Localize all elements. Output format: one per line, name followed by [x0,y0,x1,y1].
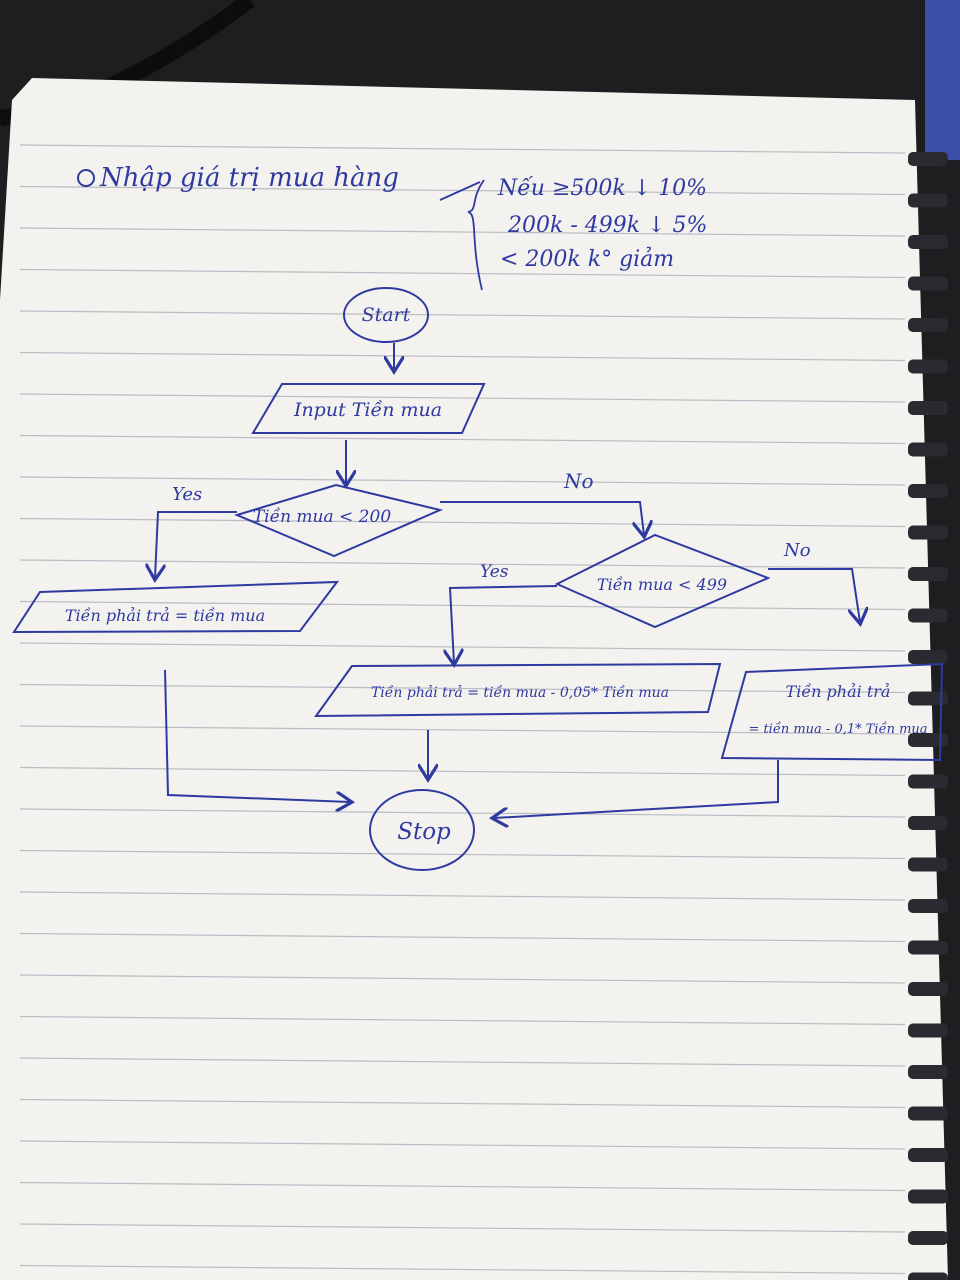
process-10-percent [720,662,944,762]
spiral-coil [908,401,948,415]
ruled-line [19,517,906,528]
no-1-label: No [563,469,594,493]
ruled-line [19,227,906,237]
spiral-coil [908,525,948,540]
bullet-icon [77,169,95,187]
no-2-label: No [783,540,811,561]
spiral-coil [908,940,948,955]
spiral-coil [908,152,948,166]
process-no-discount-label: Tiền phải trả = tiền mua [65,606,265,625]
paper-sheet [0,78,948,1280]
yes-2-label: Yes [480,562,509,582]
rule-2: 200k - 499k ↓ 5% [507,213,707,238]
ruled-line [19,600,906,611]
spiral-coil [908,484,948,498]
ruled-line [19,725,906,735]
process-10-label-1: Tiền phải trả [786,682,891,701]
ruled-lines [19,144,906,1275]
ruled-line [19,268,906,279]
spiral-coil [908,1272,948,1280]
input-parallelogram [251,383,486,434]
stop-terminal [369,789,475,871]
ruled-line [19,642,906,652]
spiral-coil [908,1106,948,1121]
stop-label: Stop [397,819,451,845]
spiral-coil [908,816,948,830]
ruled-line [19,144,906,154]
spiral-coil [908,608,948,623]
brace-icon [439,179,485,291]
spiral-coil [908,567,948,581]
process-10-label-2: = tiền mua - 0,1* Tiền mua [748,721,927,737]
spiral-coil [908,774,948,789]
ruled-line [19,434,906,445]
ruled-line [19,393,906,403]
arrow-decision2-yes [450,585,558,663]
spiral-coil [908,1148,948,1162]
pen [925,0,960,160]
spiral-coil [908,733,948,747]
spiral-coil [908,235,948,249]
ruled-line [19,974,906,984]
header-notes: Nhập giá trị mua hàng Nếu ≥500k ↓ 10% 20… [77,163,707,291]
decision-1-diamond [234,483,444,558]
ruled-line [19,1015,906,1026]
start-terminal [343,287,429,343]
arrow-10-percent-stop [494,760,779,818]
rule-3: < 200k k° giảm [500,246,674,272]
spiral-coil [908,1023,948,1038]
arrow-decision1-no [440,501,644,535]
decision-2-diamond [554,533,771,629]
spiral-coil [908,899,948,913]
spiral-coil [908,650,948,664]
start-label: Start [362,304,411,326]
decision-1-label: Tiền mua < 200 [253,507,391,527]
process-5-percent [314,662,722,718]
ruled-line [19,559,906,569]
notes-title: Nhập giá trị mua hàng [99,163,399,193]
rule-1: Nếu ≥500k ↓ 10% [497,175,707,201]
decision-2-label: Tiền mua < 499 [597,575,727,594]
spiral-coil [908,857,948,872]
spiral-coil [908,359,948,374]
spiral-coil [908,1231,948,1245]
ruled-line [19,1098,906,1109]
ruled-line [19,683,906,694]
ruled-line [19,891,906,901]
flowchart: Start Input Tiền mua Tiền mua < 200 Yes … [12,287,944,871]
ruled-line [19,1223,906,1233]
arrow-decision1-yes [155,511,237,578]
input-label: Input Tiền mua [293,399,442,421]
ruled-line [19,932,906,943]
spiral-coil [908,691,948,706]
arrow-decision2-no [768,568,860,622]
spiral-coil [908,442,948,457]
ruled-line [19,310,906,320]
arrow-no-discount-stop [164,669,350,802]
process-5-label: Tiền phải trả = tiền mua - 0,05* Tiền mu… [371,684,669,701]
ruled-line [19,808,906,818]
spiral-binding [908,152,948,1280]
ruled-line [19,1057,906,1067]
spiral-coil [908,193,948,208]
ruled-line [19,476,906,486]
ruled-line [19,1181,906,1192]
ruled-line [19,1140,906,1150]
spiral-coil [908,276,948,291]
spiral-coil [908,982,948,996]
ruled-line [19,1264,906,1275]
yes-1-label: Yes [172,484,202,505]
spiral-coil [908,1065,948,1079]
process-no-discount [12,580,340,634]
ruled-line [19,351,906,362]
spiral-coil [908,318,948,332]
spiral-coil [908,1189,948,1204]
